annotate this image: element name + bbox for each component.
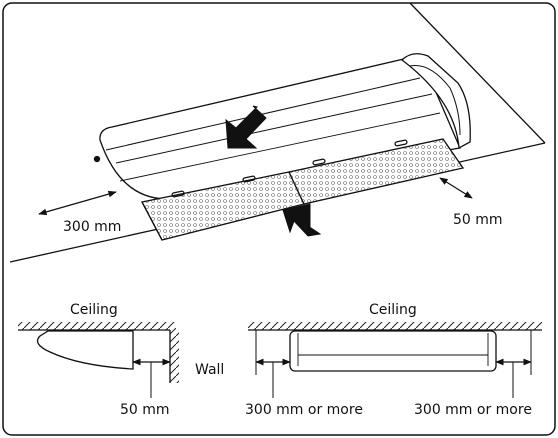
air-intake-arrow-icon [225, 105, 267, 149]
front-ceiling-label: Ceiling [369, 302, 417, 318]
wall-hatch [170, 330, 179, 383]
airflow-arrows [225, 105, 322, 237]
unit-end-cap [401, 53, 471, 150]
right-grille-panel [288, 138, 465, 205]
side-ceiling-label: Ceiling [70, 302, 118, 318]
top-right-clearance-label: 50 mm [453, 212, 503, 228]
side-unit-profile [36, 330, 134, 370]
perspective-view [9, 2, 546, 263]
side-ceiling-hatch [18, 322, 176, 330]
wall-clearance-label: 50 mm [120, 402, 170, 418]
side-view [18, 322, 179, 398]
front-right-clearance-label: 300 mm or more [414, 402, 532, 418]
front-left-clearance-label: 300 mm or more [245, 402, 363, 418]
front-ceiling-hatch [248, 322, 542, 330]
right-clearance-arrow [439, 177, 473, 199]
front-view [248, 322, 542, 398]
front-unit-body [289, 330, 497, 372]
air-discharge-arrow-icon [282, 203, 322, 237]
top-dimensions [38, 177, 473, 216]
left-clearance-arrow [38, 190, 117, 216]
wall-corner-line [409, 2, 546, 144]
wall-label: Wall [195, 362, 225, 378]
top-left-clearance-label: 300 mm [63, 219, 122, 235]
